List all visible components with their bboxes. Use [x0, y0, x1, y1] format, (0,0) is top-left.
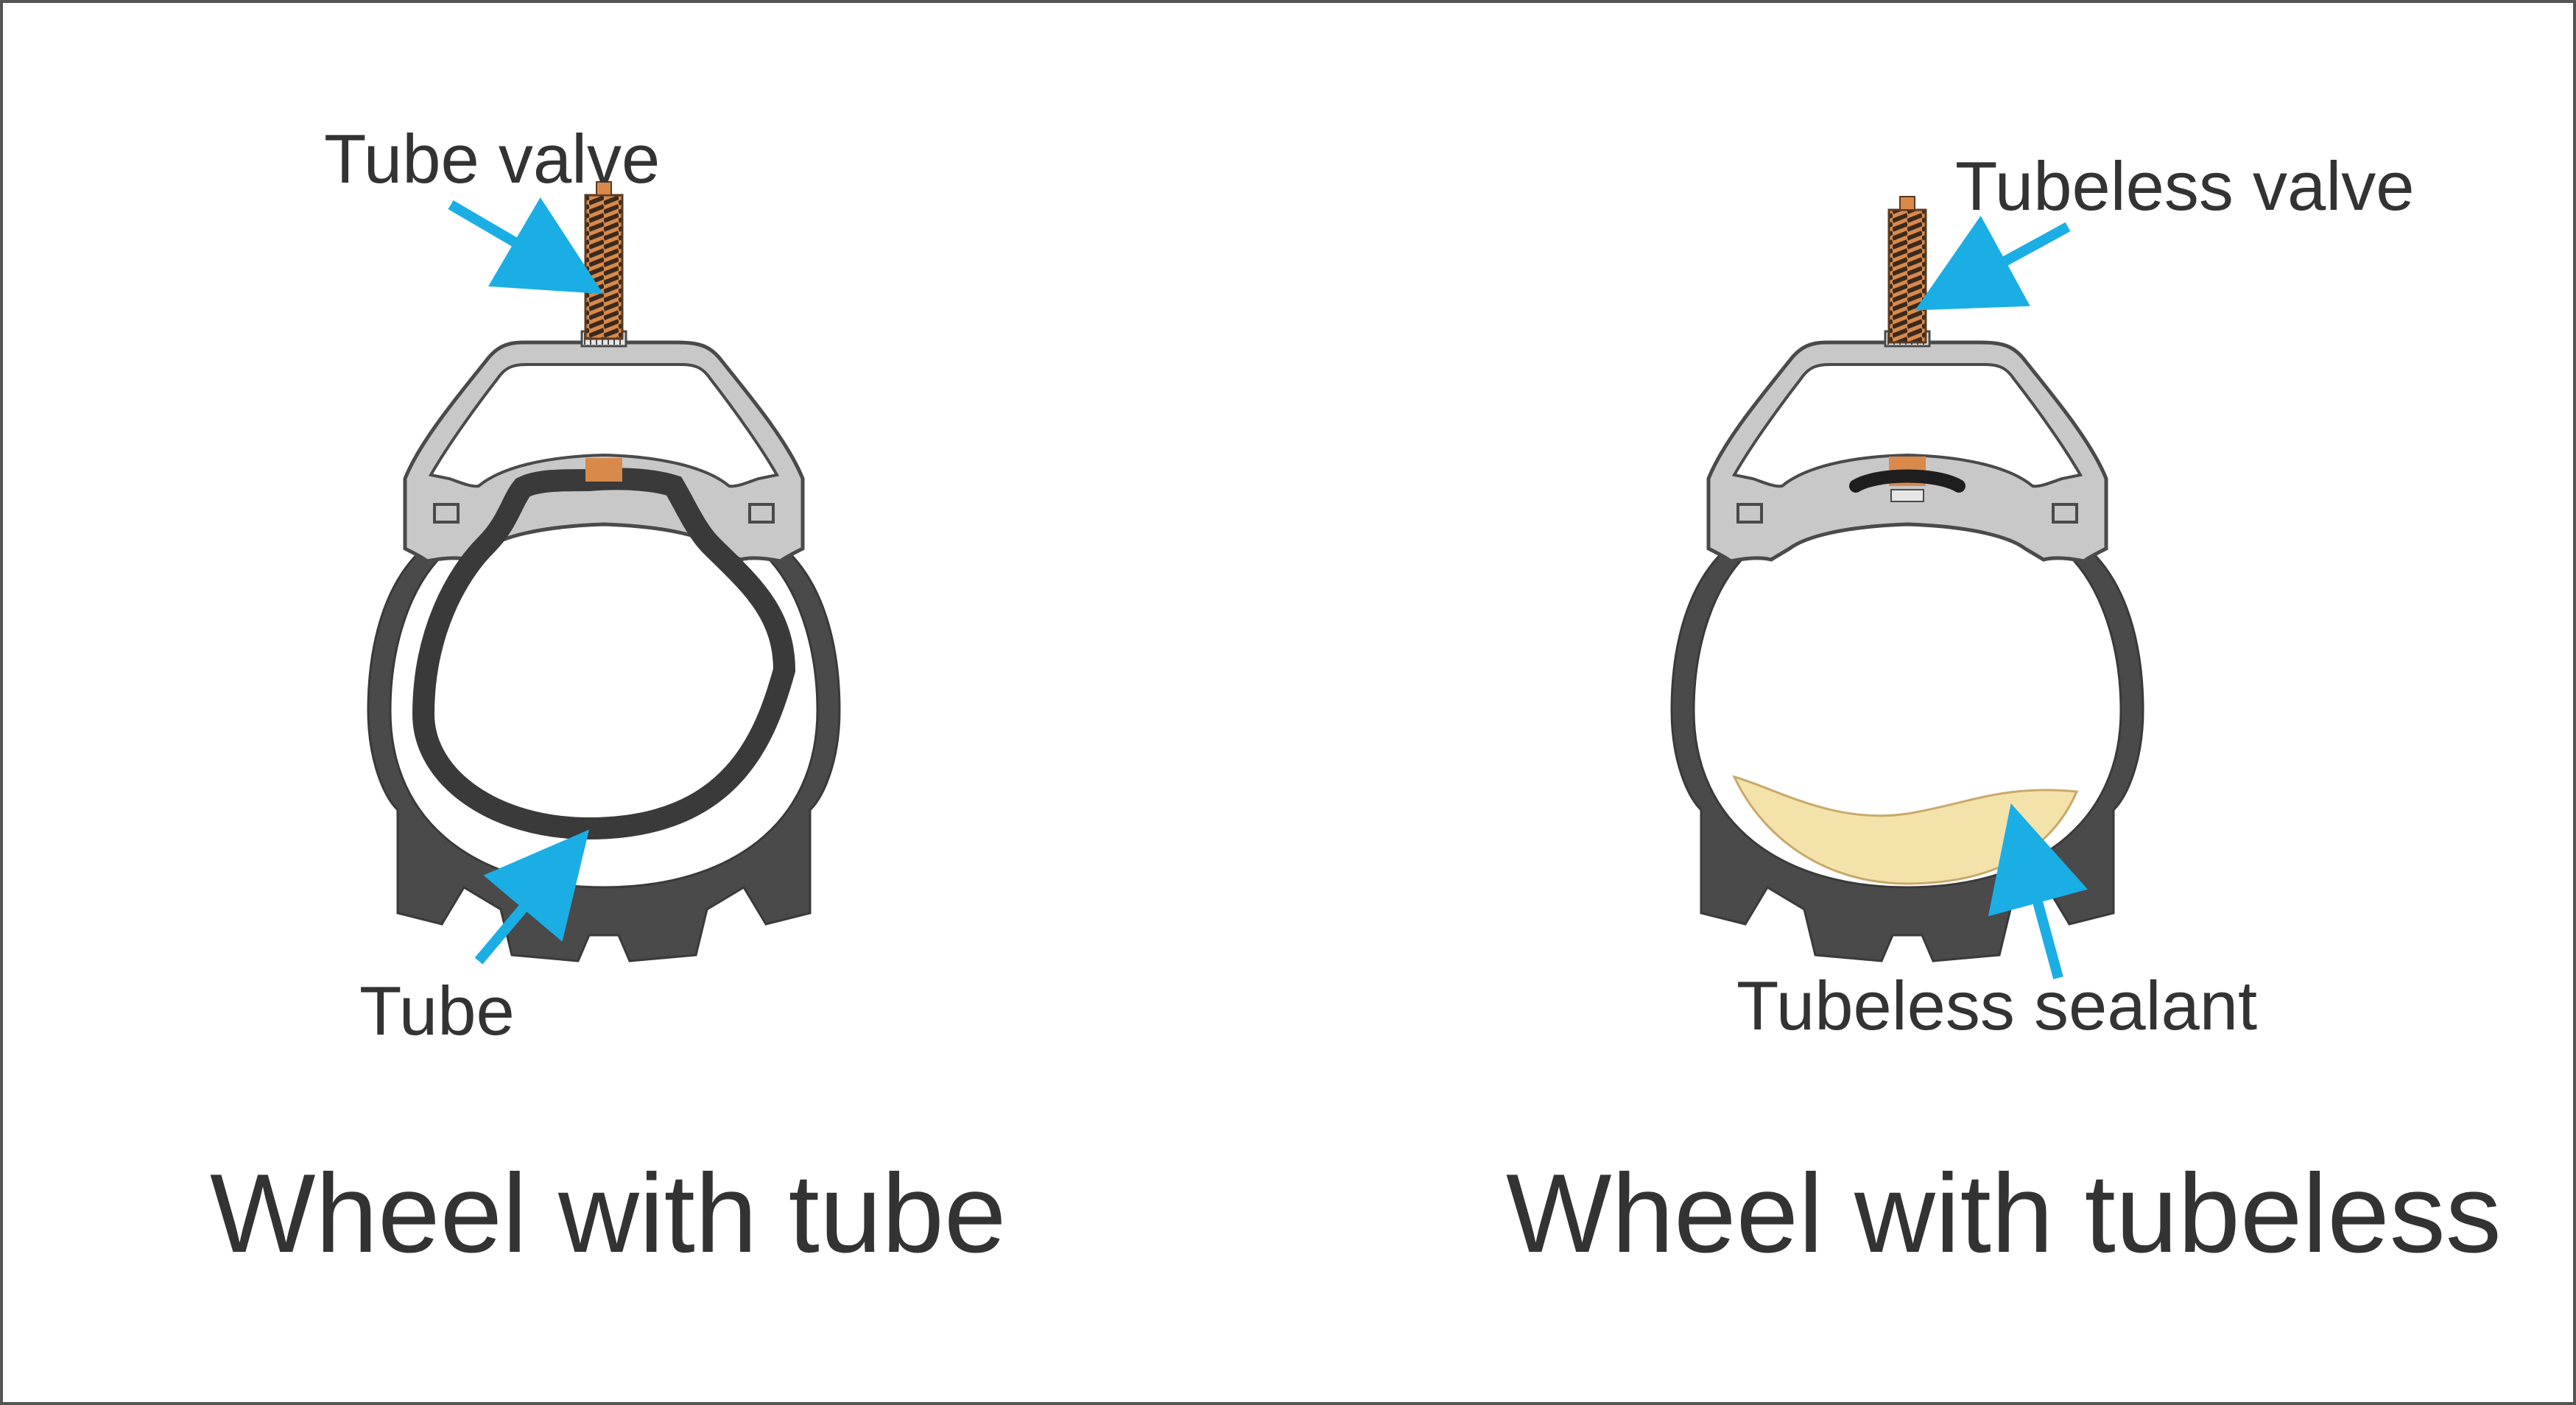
rim-right — [1708, 331, 2106, 561]
tubeless-valve-stem — [1887, 208, 1927, 344]
tube-valve-stem — [584, 194, 624, 340]
tube-label: Tube — [359, 972, 515, 1049]
caption-wheel-with-tubeless: Wheel with tubeless — [1506, 1151, 2502, 1276]
tire-casing-right — [1670, 543, 2144, 962]
tubeless-valve-label: Tubeless valve — [1955, 147, 2414, 225]
caption-wheel-with-tube: Wheel with tube — [210, 1151, 1006, 1276]
wheel-with-tubeless-illustration — [1670, 196, 2144, 962]
tubeless-sealant-label: Tubeless sealant — [1736, 967, 2257, 1044]
rim-left — [405, 331, 803, 561]
tubeless-sealant-arrow — [1988, 803, 2088, 979]
inner-tube — [412, 468, 796, 840]
tube-arrow — [474, 829, 590, 965]
wheel-with-tube-illustration — [367, 181, 841, 962]
tubeless-valve-arrow — [1915, 215, 2071, 311]
tube-valve-arrow — [448, 197, 604, 295]
tube-valve-label: Tube valve — [324, 120, 660, 197]
